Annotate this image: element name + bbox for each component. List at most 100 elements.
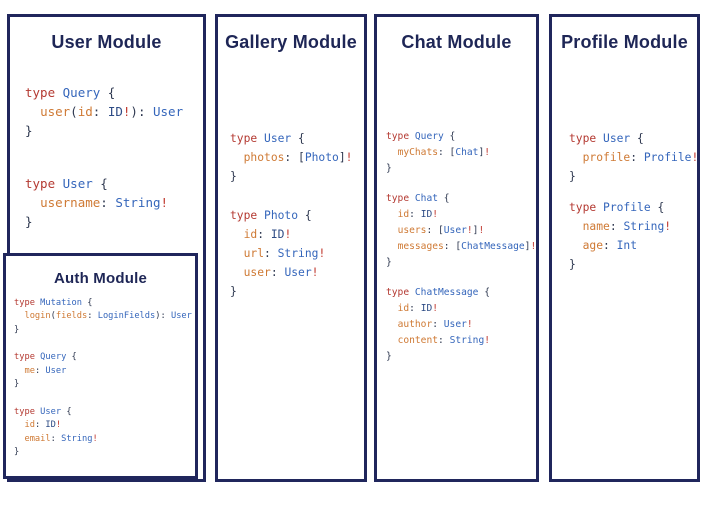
code-token xyxy=(386,147,398,158)
code-token: ChatMessage xyxy=(414,286,485,298)
code-block: type User { photos: [Photo]!} xyxy=(230,129,364,186)
code-line: age: Int xyxy=(569,236,697,255)
code-token xyxy=(230,247,244,260)
code-line: type User { xyxy=(569,129,697,148)
code-line: login(fields: LoginFields): User xyxy=(14,310,195,324)
code-block: type Chat { id: ID! users: [User!]! mess… xyxy=(386,191,536,271)
schema-code-auth: type Mutation { login(fields: LoginField… xyxy=(6,297,195,460)
code-token: ! xyxy=(484,334,490,346)
code-line: } xyxy=(569,167,697,186)
code-token: } xyxy=(386,162,392,174)
code-line: } xyxy=(386,161,536,177)
code-token: User xyxy=(62,175,101,191)
code-token: LoginFields xyxy=(97,311,156,321)
code-token: url xyxy=(243,246,265,260)
code-token: { xyxy=(71,352,77,362)
code-token xyxy=(14,311,24,321)
code-token: { xyxy=(100,175,108,191)
code-token: Query xyxy=(40,352,72,362)
code-token: } xyxy=(25,122,33,138)
schema-code-chat: type Query { myChats: [Chat]!}type Chat … xyxy=(377,129,536,365)
code-token: ID xyxy=(270,227,285,241)
code-token xyxy=(230,228,244,241)
code-token: ] xyxy=(478,146,485,158)
code-block: type User { username: String!} xyxy=(25,174,203,231)
code-token: User xyxy=(603,131,638,145)
code-token: ( xyxy=(50,311,56,321)
schema-code-profile: type User { profile: Profile!}type Profi… xyxy=(552,129,698,274)
code-token xyxy=(386,225,398,236)
code-token xyxy=(569,151,583,164)
code-line: } xyxy=(386,349,536,365)
code-line: user: User! xyxy=(230,263,364,282)
code-token: } xyxy=(386,350,392,362)
code-line: id: ID! xyxy=(386,207,536,223)
code-line: name: String! xyxy=(569,217,697,236)
code-token: Chat xyxy=(414,192,444,204)
code-token: ! xyxy=(664,219,672,233)
code-token: profile xyxy=(582,150,631,164)
code-token: id xyxy=(397,302,410,314)
code-token: type xyxy=(25,175,63,191)
code-token: type xyxy=(386,192,415,204)
module-card-profile: Profile Module type User { profile: Prof… xyxy=(549,14,700,482)
code-line: id: ID! xyxy=(14,419,195,433)
code-token: ! xyxy=(466,224,473,236)
code-token: ID xyxy=(420,302,433,314)
code-token: type xyxy=(14,352,41,362)
code-token: Query xyxy=(414,130,450,142)
code-token: { xyxy=(443,192,450,204)
code-token: : [ xyxy=(443,240,462,252)
code-block: type Mutation { login(fields: LoginField… xyxy=(14,297,195,338)
code-line: type User { xyxy=(230,129,364,148)
code-token xyxy=(569,239,583,252)
code-token: User xyxy=(45,365,67,376)
code-token: { xyxy=(66,406,72,417)
code-token: type xyxy=(569,200,604,214)
code-token: String xyxy=(623,219,665,233)
code-token: name xyxy=(582,219,610,233)
code-token: ! xyxy=(345,150,353,164)
code-token: { xyxy=(304,208,312,222)
code-token: { xyxy=(657,200,665,214)
code-token: ID xyxy=(420,208,433,220)
code-line: url: String! xyxy=(230,244,364,263)
code-token: : xyxy=(432,318,444,330)
code-token: Query xyxy=(62,84,108,100)
code-token: } xyxy=(14,447,20,457)
schema-code-gallery: type User { photos: [Photo]!} type Photo … xyxy=(218,129,364,301)
code-token: ChatMessage xyxy=(461,240,525,252)
code-block: type Profile { name: String! age: Int} xyxy=(569,198,697,274)
code-line: type Query { xyxy=(25,83,203,102)
code-line: messages: [ChatMessage]! xyxy=(386,239,537,255)
code-token: ): xyxy=(155,311,171,321)
code-token: type xyxy=(14,406,41,417)
code-token xyxy=(14,434,24,444)
module-title-auth: Auth Module xyxy=(53,270,147,287)
code-token: email xyxy=(24,433,51,444)
code-block: type Photo { id: ID! url: String! user: … xyxy=(230,206,364,301)
code-token xyxy=(386,241,398,252)
code-token: fields xyxy=(55,311,88,321)
code-token: ID xyxy=(45,420,56,430)
code-token xyxy=(569,220,583,233)
code-line: type User { xyxy=(25,174,203,193)
code-token: } xyxy=(569,169,576,183)
code-token: } xyxy=(230,169,237,183)
code-token xyxy=(386,319,398,330)
code-token: users xyxy=(397,224,427,236)
code-token: { xyxy=(87,297,93,308)
code-token: id xyxy=(24,420,35,430)
code-token: : [ xyxy=(426,224,444,236)
code-line: } xyxy=(14,324,195,338)
code-token: User xyxy=(443,318,467,330)
code-line: id: ID! xyxy=(230,225,364,244)
code-token: { xyxy=(107,84,116,100)
code-token: messages xyxy=(397,240,444,252)
code-line: } xyxy=(569,255,697,274)
module-card-auth: Auth Module type Mutation { login(fields… xyxy=(3,253,198,479)
module-title-gallery: Gallery Module xyxy=(225,32,357,52)
code-line: } xyxy=(25,212,203,231)
code-token: id xyxy=(77,103,93,119)
code-token: Photo xyxy=(304,150,339,164)
